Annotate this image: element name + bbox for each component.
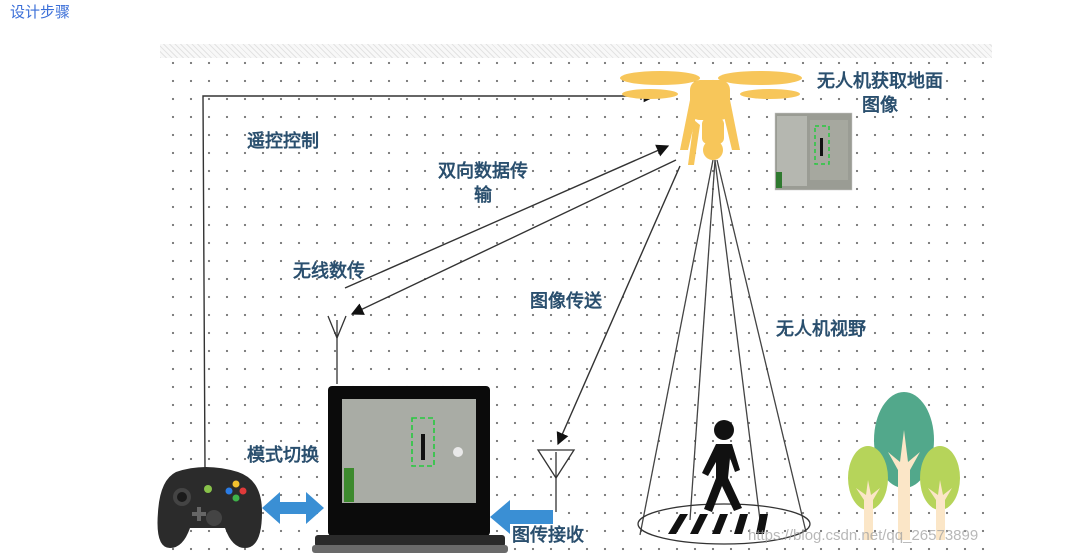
label-wireless-data: 无线数传 — [293, 261, 365, 282]
gamepad-icon — [157, 467, 262, 548]
drone-icon — [620, 71, 802, 165]
label-image-receive: 图传接收 — [512, 525, 584, 546]
laptop-icon — [312, 386, 508, 553]
trees-icon — [848, 392, 960, 540]
ground-image-thumbnail — [774, 112, 853, 191]
antenna-right-icon — [536, 449, 576, 512]
image-tx-arrow — [556, 165, 681, 446]
crosswalk-stripes — [668, 514, 768, 534]
antenna-left-icon — [327, 315, 347, 384]
ground-ellipse — [637, 503, 811, 545]
fov-left — [639, 159, 714, 536]
remote-control-line — [202, 89, 657, 471]
section-title-link[interactable]: 设计步骤 — [10, 4, 71, 21]
pedestrian-icon — [702, 420, 742, 512]
fov-right — [716, 159, 807, 533]
downlink-arrow — [350, 159, 677, 315]
mode-switch-arrow — [262, 492, 324, 524]
uplink-arrow — [344, 144, 670, 289]
label-bidirectional-line1: 双向数据传 — [438, 161, 528, 182]
image-rx-arrow — [490, 500, 553, 534]
label-mode-switch: 模式切换 — [247, 445, 319, 466]
label-image-transmission: 图像传送 — [530, 291, 602, 312]
label-drone-view: 无人机视野 — [776, 319, 866, 340]
label-drone-capture-line1: 无人机获取地面 — [817, 71, 943, 92]
label-bidirectional-data: 双向数据传 输 — [428, 160, 538, 208]
fov-mid — [689, 159, 716, 521]
label-drone-capture: 无人机获取地面 图像 — [804, 70, 956, 118]
canvas-top-border — [160, 44, 992, 58]
label-remote-control: 遥控控制 — [247, 131, 319, 152]
watermark: https://blog.csdn.net/qq_26573899 — [748, 527, 979, 544]
fov-inner — [714, 159, 761, 521]
label-bidirectional-line2: 输 — [474, 185, 492, 206]
label-drone-capture-line2: 图像 — [862, 95, 898, 116]
